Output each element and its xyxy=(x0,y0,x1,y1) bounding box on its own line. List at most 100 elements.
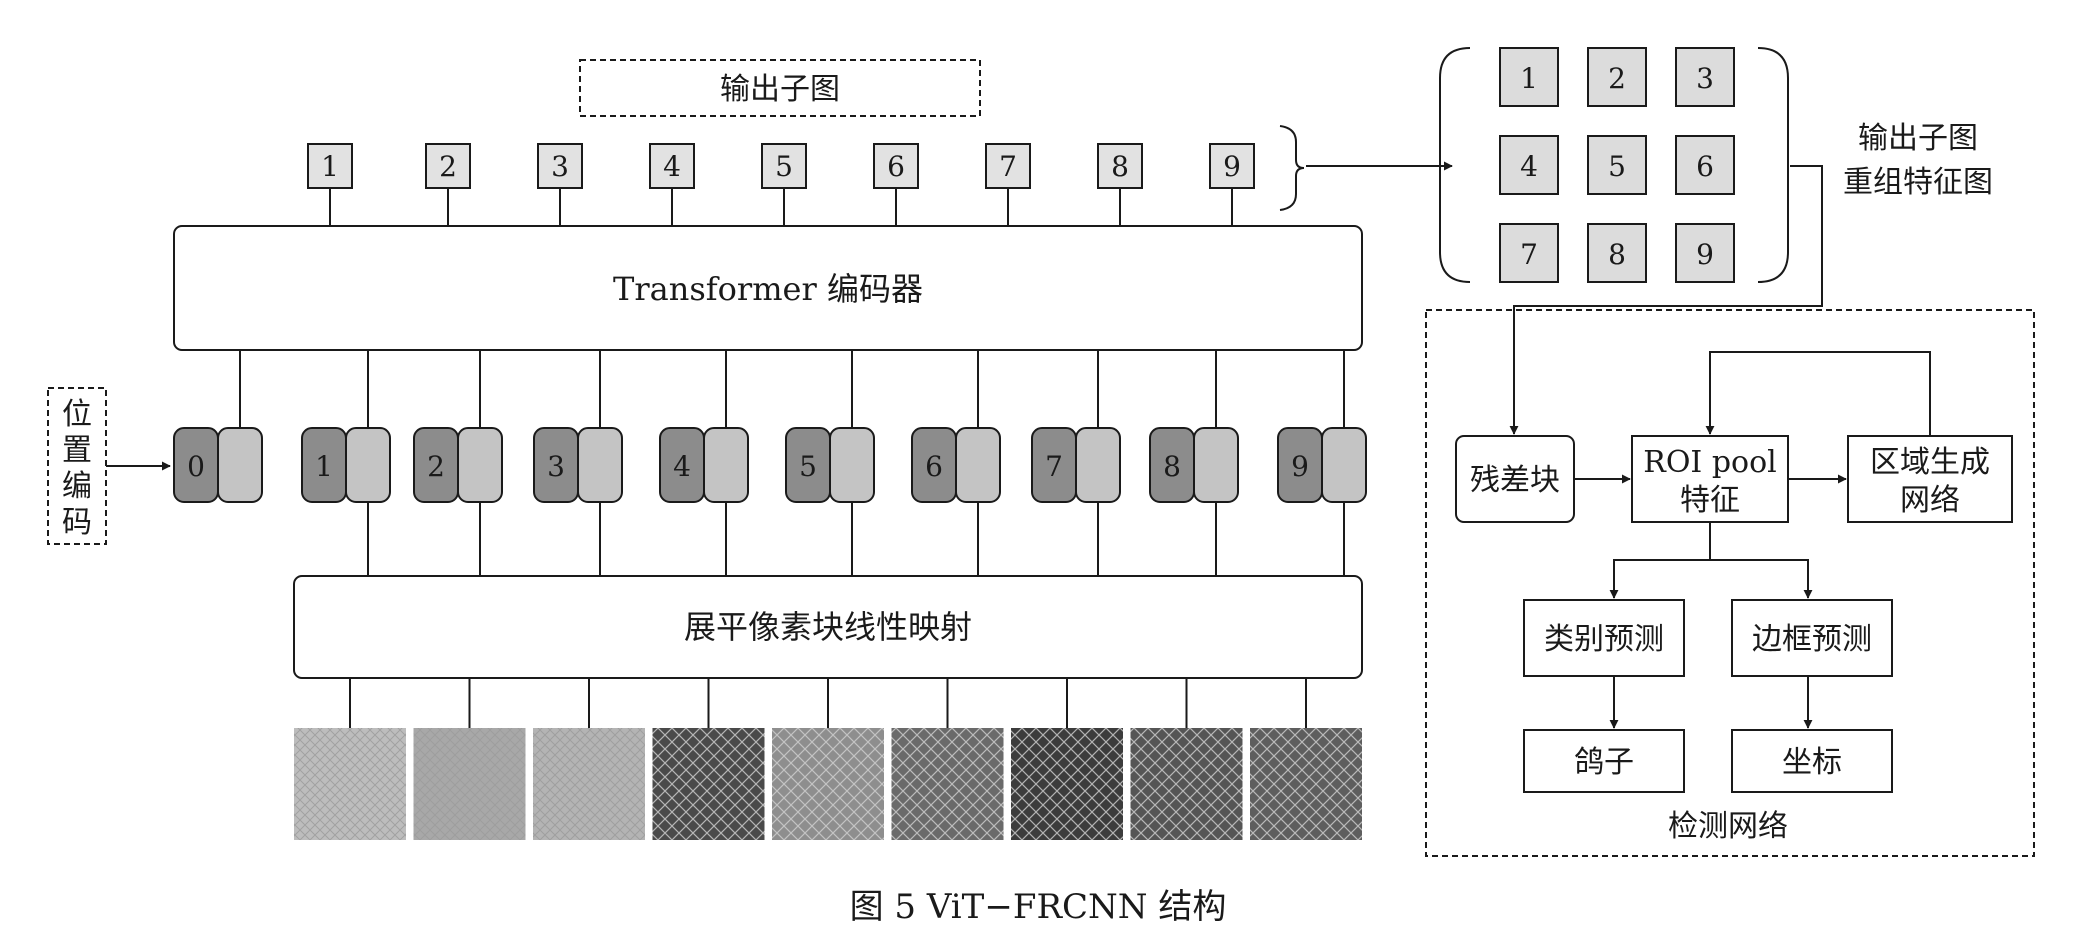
output-token-label: 1 xyxy=(321,150,339,183)
patch-embedding-token xyxy=(217,427,263,503)
rpn-feedback-arrow xyxy=(1705,351,1931,436)
linear-projection-label: 展平像素块线性映射 xyxy=(684,608,972,646)
image-patch-texture xyxy=(1250,728,1362,840)
grid-to-residual-arrow xyxy=(1509,165,1823,435)
patch-embedding-token xyxy=(577,427,623,503)
output-token-label: 3 xyxy=(551,150,569,183)
detection-network-label: 检测网络 xyxy=(1668,809,1788,844)
grid-cell xyxy=(1587,223,1647,283)
output-token-label: 8 xyxy=(1111,150,1129,183)
grid-cell xyxy=(1587,135,1647,195)
output-tokens: 1 2 3 4 5 6 7 8 9 xyxy=(307,143,1255,226)
roi-pool-label-2: 特征 xyxy=(1680,483,1740,518)
transformer-encoder-label: Transformer 编码器 xyxy=(613,270,923,308)
roi-split-line-2 xyxy=(1710,559,1813,599)
position-encoding-char-4: 码 xyxy=(62,505,92,540)
image-patch-texture xyxy=(1011,728,1123,840)
roi-pool-label-1: ROI pool xyxy=(1643,445,1777,480)
position-token-label: 0 xyxy=(187,450,205,483)
grid-cell-label: 8 xyxy=(1608,238,1626,271)
recombined-label-line-1: 输出子图 xyxy=(1858,121,1978,156)
grid-cell xyxy=(1675,223,1735,283)
rpn-label-2: 网络 xyxy=(1900,483,1960,518)
patch-embedding-token xyxy=(1075,427,1121,503)
patch-embedding-token xyxy=(829,427,875,503)
output-token-label: 7 xyxy=(999,150,1017,183)
output-token-box xyxy=(1097,143,1143,189)
output-token-box xyxy=(873,143,919,189)
class-pred-label: 类别预测 xyxy=(1544,622,1664,657)
patch-embedding-token xyxy=(955,427,1001,503)
output-token-box xyxy=(307,143,353,189)
position-token-label: 8 xyxy=(1163,450,1181,483)
rpn-label-1: 区域生成 xyxy=(1870,445,1990,480)
output-token-box xyxy=(1209,143,1255,189)
grid-cell xyxy=(1499,135,1559,195)
position-encoding-char-1: 位 xyxy=(62,397,92,432)
image-patch-texture xyxy=(413,728,526,840)
output-token-box xyxy=(649,143,695,189)
output-token-box xyxy=(537,143,583,189)
grid-cell-label: 3 xyxy=(1696,62,1714,95)
output-token-label: 4 xyxy=(663,150,681,183)
position-token-label: 5 xyxy=(799,450,817,483)
grid-cell-label: 9 xyxy=(1696,238,1714,271)
output-brace xyxy=(1279,125,1305,211)
image-patch-texture xyxy=(533,728,645,840)
recombined-label-line-2: 重组特征图 xyxy=(1843,165,1993,200)
image-patches xyxy=(294,678,1362,840)
position-token-label: 9 xyxy=(1291,450,1309,483)
figure-caption: 图 5 ViT−FRCNN 结构 xyxy=(850,887,1227,927)
output-subimage-box xyxy=(579,59,981,117)
grid-cell-label: 2 xyxy=(1608,62,1626,95)
image-patch-texture xyxy=(652,728,765,840)
bbox-out-label: 坐标 xyxy=(1782,745,1842,780)
grid-cell-label: 6 xyxy=(1696,150,1714,183)
position-encoding-char-2: 置 xyxy=(62,433,92,468)
bbox-pred-label: 边框预测 xyxy=(1752,622,1872,657)
rpn-box xyxy=(1847,435,2013,523)
output-token-label: 5 xyxy=(775,150,793,183)
output-token-box xyxy=(985,143,1031,189)
position-token-label: 7 xyxy=(1045,450,1063,483)
output-token-box xyxy=(761,143,807,189)
grid-cell-label: 5 xyxy=(1608,150,1626,183)
grid-cell-label: 7 xyxy=(1520,238,1538,271)
grid-cell xyxy=(1675,135,1735,195)
class-out-box xyxy=(1523,729,1685,793)
grid-cell xyxy=(1675,47,1735,107)
image-patch-texture xyxy=(294,728,406,840)
position-token-label: 1 xyxy=(315,450,333,483)
output-token-label: 9 xyxy=(1223,150,1241,183)
grid-left-paren xyxy=(1439,47,1471,283)
class-pred-box xyxy=(1523,599,1685,677)
grid-cell xyxy=(1499,47,1559,107)
bbox-out-box xyxy=(1731,729,1893,793)
position-token-label: 6 xyxy=(925,450,943,483)
patch-embedding-token xyxy=(1193,427,1239,503)
class-out-label: 鸽子 xyxy=(1574,745,1634,780)
output-token-box xyxy=(425,143,471,189)
grid-cell-label: 4 xyxy=(1520,150,1538,183)
output-token-label: 6 xyxy=(887,150,905,183)
grid-right-paren xyxy=(1757,47,1789,283)
position-encoding-char-3: 编 xyxy=(62,469,92,504)
patch-embedding-token xyxy=(457,427,503,503)
output-token-label: 2 xyxy=(439,150,457,183)
image-patch-texture xyxy=(772,728,884,840)
image-patch-texture xyxy=(891,728,1004,840)
image-patch-texture xyxy=(1130,728,1243,840)
bbox-pred-box xyxy=(1731,599,1893,677)
detection-network-box xyxy=(1425,309,2035,857)
roi-split-line xyxy=(1609,522,1711,599)
patch-tokens: 0 1 2 3 4 5 6 7 8 9 xyxy=(173,350,1367,576)
grid-cell xyxy=(1587,47,1647,107)
position-token-label: 4 xyxy=(673,450,691,483)
position-token-label: 2 xyxy=(427,450,445,483)
patch-embedding-token xyxy=(345,427,391,503)
patch-embedding-token xyxy=(1321,427,1367,503)
patch-embedding-token xyxy=(703,427,749,503)
position-token-label: 3 xyxy=(547,450,565,483)
grid-cell xyxy=(1499,223,1559,283)
